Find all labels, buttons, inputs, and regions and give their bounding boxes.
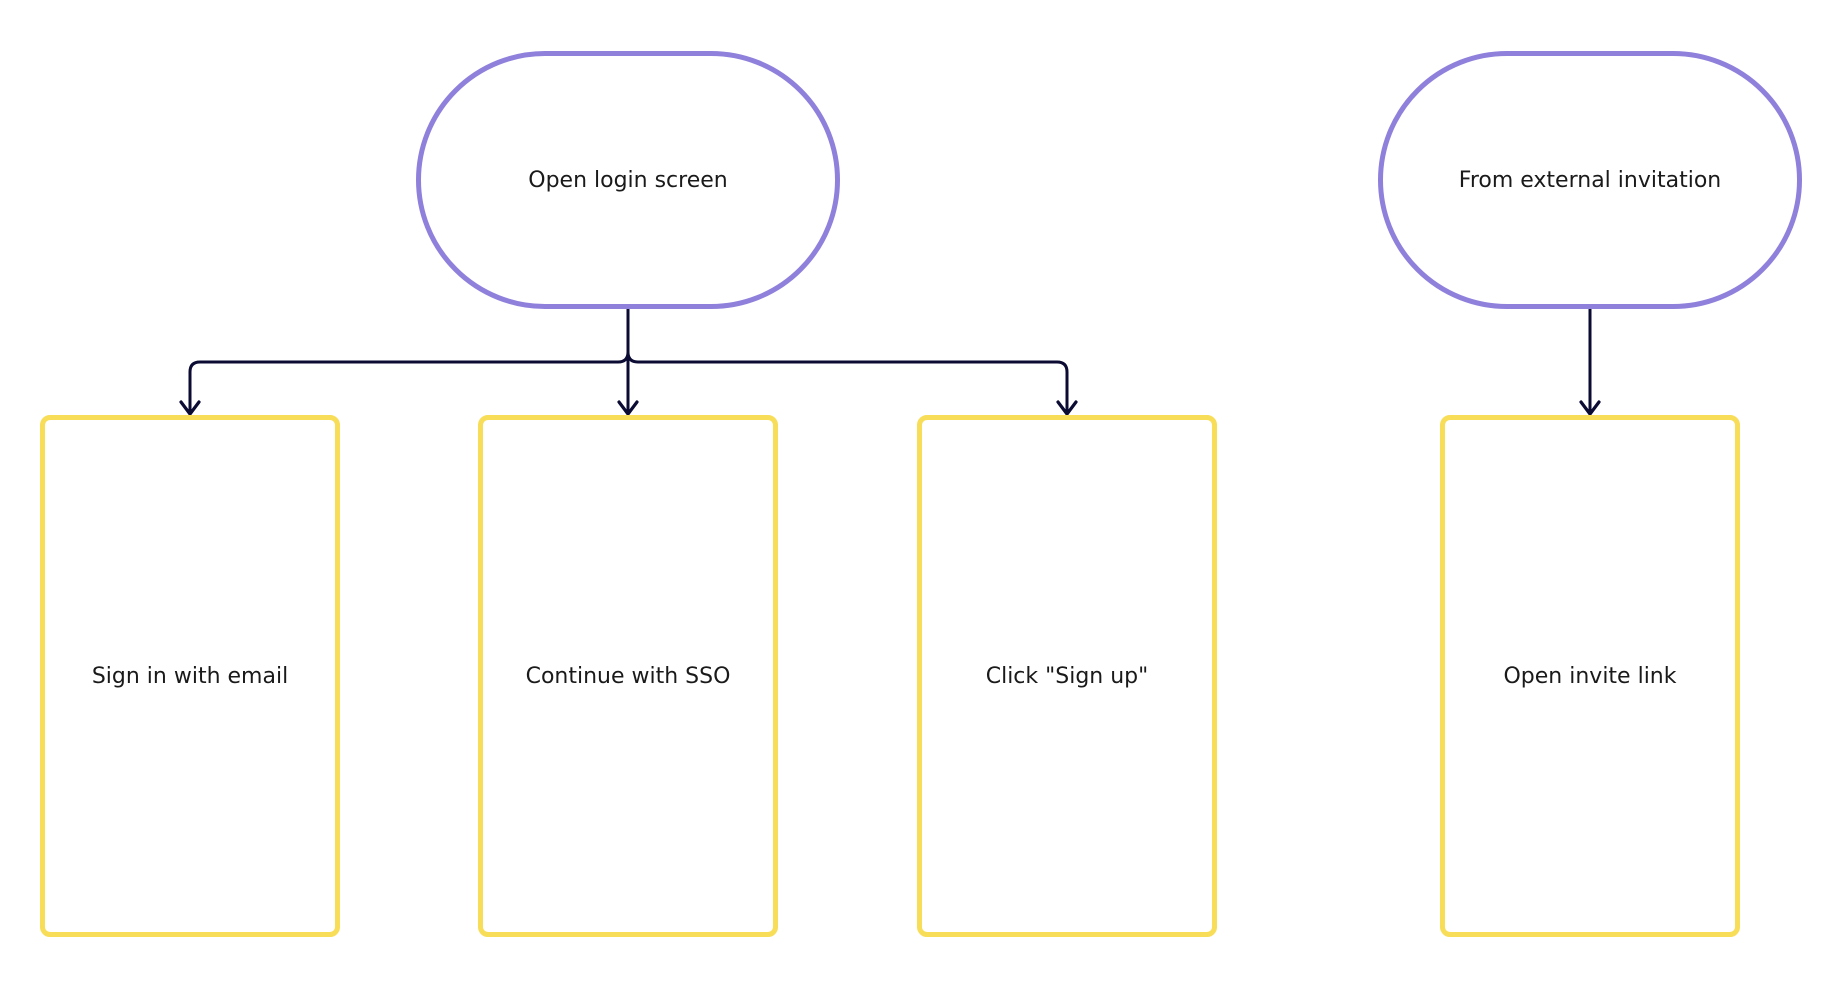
terminal-from-external-invitation[interactable]: From external invitation: [1378, 51, 1802, 309]
node-label: Click "Sign up": [985, 663, 1149, 689]
arrowhead-invite-link: [1579, 400, 1601, 416]
node-label: Continue with SSO: [525, 663, 731, 689]
connector-login-to-email: [188, 303, 630, 414]
connector-login-to-signup: [626, 303, 1069, 414]
arrowhead-sso: [617, 400, 639, 416]
node-label: Sign in with email: [91, 663, 289, 689]
terminal-open-login-screen[interactable]: Open login screen: [416, 51, 840, 309]
arrowhead-signup: [1056, 400, 1078, 416]
screen-click-sign-up[interactable]: Click "Sign up": [917, 415, 1217, 937]
screen-continue-with-sso[interactable]: Continue with SSO: [478, 415, 778, 937]
node-label: Open login screen: [528, 167, 728, 193]
node-label: From external invitation: [1458, 167, 1722, 193]
node-label: Open invite link: [1503, 663, 1677, 689]
screen-open-invite-link[interactable]: Open invite link: [1440, 415, 1740, 937]
arrowhead-email: [179, 400, 201, 416]
screen-sign-in-with-email[interactable]: Sign in with email: [40, 415, 340, 937]
